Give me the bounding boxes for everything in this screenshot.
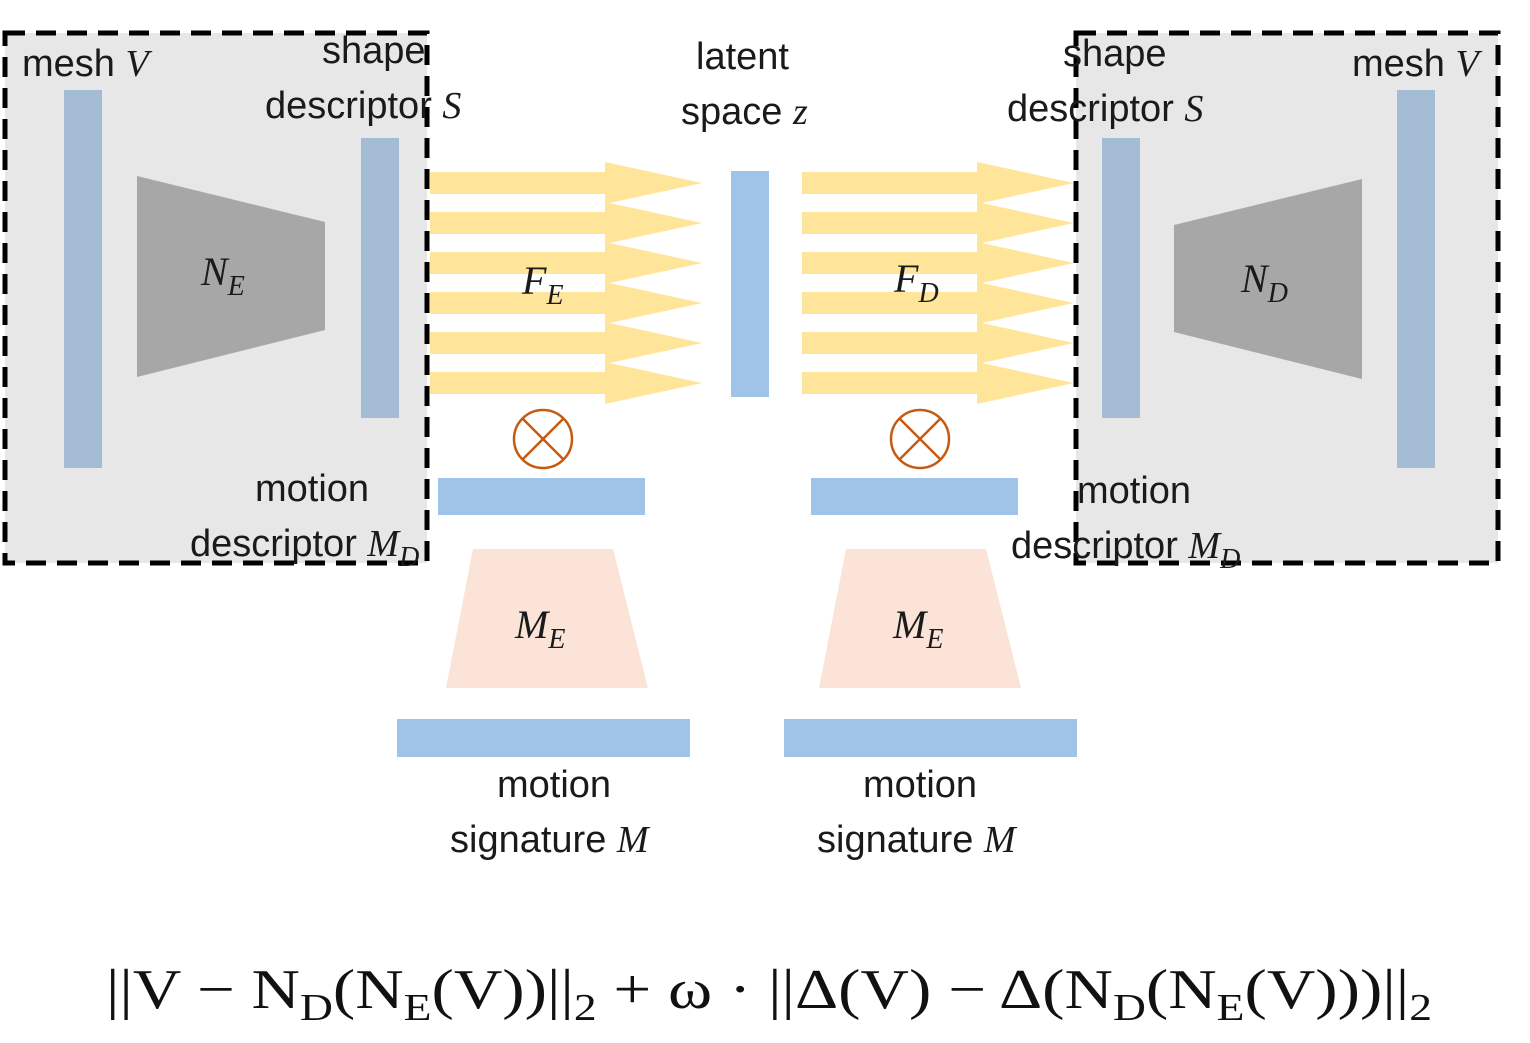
decoder-network-label: ND	[1240, 256, 1288, 309]
right-shape-label-line2: descriptor S	[1007, 88, 1203, 130]
encoder-network-label: NE	[200, 249, 245, 302]
left-mesh-bar	[64, 90, 102, 468]
left-motion-encoder-label: ME	[514, 602, 565, 655]
right-motion-encoder-trapezoid	[819, 549, 1021, 688]
left-shape-descriptor-bar	[361, 138, 399, 418]
encoder-flow-label: FE	[521, 258, 564, 311]
latent-label-line1: latent	[696, 36, 789, 78]
right-motion-signature-label-line1: motion	[863, 764, 977, 806]
left-motion-signature-bar	[397, 719, 690, 757]
right-shape-descriptor-bar	[1102, 138, 1140, 418]
left-mesh-label: mesh V	[22, 43, 152, 85]
right-motion-encoder-label: ME	[892, 602, 943, 655]
right-motion-descriptor-label-line1: motion	[1077, 470, 1191, 512]
encoder-flow-arrows	[430, 162, 702, 404]
decoder-flow-label: FD	[893, 256, 939, 309]
right-shape-label-line1: shape	[1063, 33, 1167, 75]
left-motion-encoder-trapezoid	[446, 549, 648, 688]
right-motion-descriptor-label-line2: descriptor MD	[1011, 525, 1240, 575]
left-shape-label-line1: shape	[322, 30, 426, 72]
right-motion-signature-bar	[784, 719, 1077, 757]
right-mesh-label: mesh V	[1352, 43, 1482, 85]
right-mesh-bar	[1397, 90, 1435, 468]
left-motion-descriptor-bar	[438, 478, 645, 515]
left-motion-signature-label-line2: signature M	[450, 819, 651, 861]
latent-label-line2: space z	[681, 91, 808, 133]
right-motion-signature-label-line2: signature M	[817, 819, 1018, 861]
right-motion-descriptor-bar	[811, 478, 1018, 515]
encoder-network-trapezoid	[137, 176, 325, 377]
left-motion-descriptor-label-line1: motion	[255, 468, 369, 510]
left-motion-signature-label-line1: motion	[497, 764, 611, 806]
left-motion-descriptor-label-line2: descriptor MD	[190, 523, 419, 573]
left-shape-label-line2: descriptor S	[265, 85, 461, 127]
left-product-otimes-icon	[512, 408, 574, 470]
right-product-otimes-icon	[889, 408, 951, 470]
decoder-network-trapezoid	[1174, 179, 1362, 379]
latent-space-bar	[731, 171, 769, 397]
